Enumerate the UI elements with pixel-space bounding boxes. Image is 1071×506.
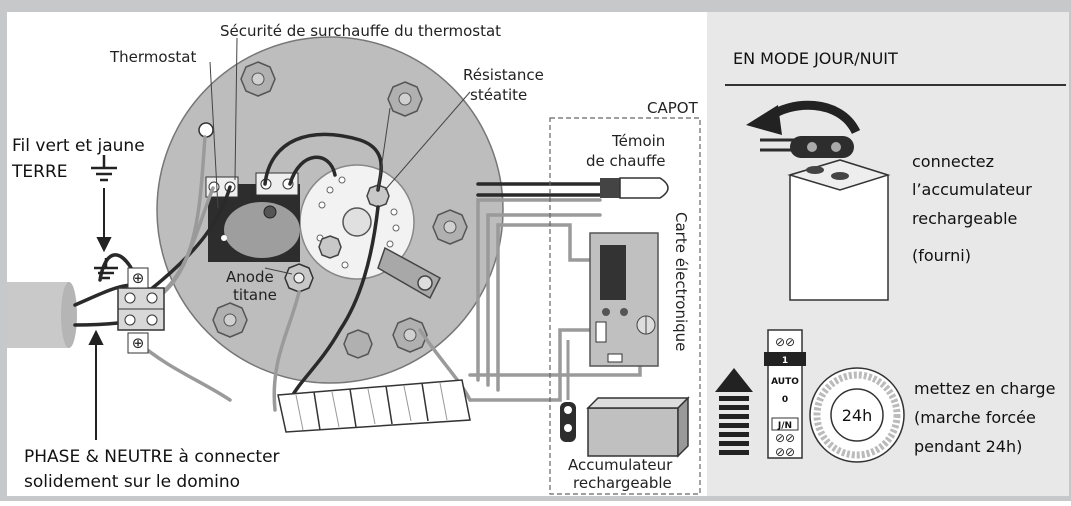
svg-text:⊘⊘: ⊘⊘: [775, 335, 795, 349]
label-ground-2: TERRE: [11, 162, 68, 182]
domino-block: ⊕ ⊕: [117, 267, 165, 354]
label-accu-2: rechargeable: [573, 474, 672, 492]
label-safety: Sécurité de surchauffe du thermostat: [220, 22, 501, 40]
svg-text:⊘⊘: ⊘⊘: [775, 431, 795, 445]
svg-text:⊕: ⊕: [132, 334, 145, 352]
step2-line-2: (marche forcée: [914, 408, 1036, 427]
battery-bottom: [560, 340, 690, 458]
charge-arrow-icon: [715, 368, 753, 455]
mode-switch: ⊘⊘ ⊘⊘ ⊘⊘: [764, 329, 806, 459]
step2-line-1: mettez en charge: [914, 379, 1055, 398]
label-temoin-1: Témoin: [611, 132, 665, 150]
timer-dial: [809, 367, 905, 463]
label-anode-1: Anode: [226, 268, 274, 286]
svg-text:⊕: ⊕: [132, 269, 145, 287]
dial-label: 24h: [842, 406, 873, 425]
svg-text:⊘⊘: ⊘⊘: [775, 445, 795, 459]
label-phase-1: PHASE & NEUTRE à connecter: [24, 447, 280, 467]
label-resistance-1: Résistance: [463, 66, 544, 84]
step1-line-3: rechargeable: [912, 209, 1017, 228]
capot-box: [549, 117, 701, 495]
step1-line-4: (fourni): [912, 246, 971, 265]
ground-symbol-mid: [94, 258, 118, 280]
battery-icon: [787, 159, 891, 301]
label-ground-1: Fil vert et jaune: [12, 136, 145, 156]
panel-heading: EN MODE JOUR/NUIT: [733, 49, 898, 68]
step2-line-3: pendant 24h): [914, 437, 1022, 456]
label-accu-1: Accumulateur: [568, 456, 673, 474]
connector-strip: [277, 379, 471, 433]
ground-arrow: [96, 188, 112, 253]
label-carte: Carte électronique: [672, 212, 690, 351]
leader-lines: [209, 37, 471, 275]
label-phase-2: solidement sur le domino: [24, 472, 240, 492]
battery-clip-icon: [760, 136, 854, 158]
phase-arrow: [88, 329, 104, 440]
cable-sheath: [7, 282, 69, 348]
temoin-lamp: [600, 177, 669, 199]
wires-light: [133, 135, 642, 412]
label-anode-2: titane: [233, 286, 277, 304]
step1-line-2: l’accumulateur: [912, 180, 1032, 199]
label-capot: CAPOT: [647, 99, 699, 117]
step1-line-1: connectez: [912, 152, 994, 171]
switch-pos-1: 1: [782, 356, 788, 366]
label-resistance-2: stéatite: [470, 86, 527, 104]
label-thermostat: Thermostat: [109, 48, 196, 66]
ground-symbol-top: [91, 155, 117, 182]
cable-end: [61, 282, 77, 348]
electronic-board: [589, 232, 659, 367]
label-temoin-2: de chauffe: [586, 152, 666, 170]
switch-zero: 0: [782, 395, 788, 405]
switch-auto: AUTO: [771, 377, 799, 387]
switch-jn: J/N: [777, 421, 792, 431]
